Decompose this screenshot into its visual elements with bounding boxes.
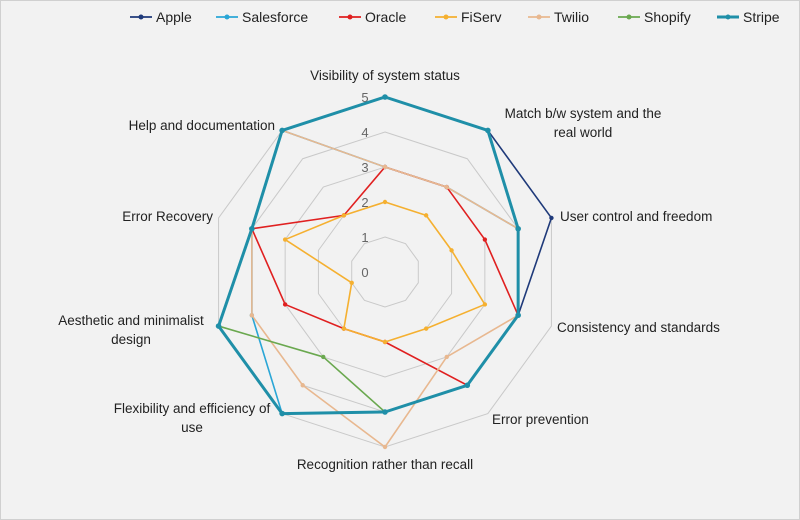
tick-label: 5: [361, 90, 368, 105]
legend-marker: [138, 14, 144, 20]
legend-label: Shopify: [644, 9, 691, 25]
series-oracle: [249, 164, 521, 388]
radial-tick-labels: 0 1 2 3 4 5: [361, 90, 368, 280]
data-point: [300, 383, 305, 388]
legend-marker: [443, 14, 449, 20]
data-point: [341, 326, 347, 331]
axis-label: Visibility of system status: [310, 68, 460, 83]
series-fiserv: [282, 199, 488, 345]
legend-marker: [536, 14, 542, 20]
legend-item: Apple: [130, 9, 192, 25]
data-point: [464, 382, 471, 389]
data-point: [423, 213, 429, 218]
data-point: [482, 237, 488, 242]
data-point: [382, 444, 388, 450]
series-apple: [216, 94, 554, 416]
axis-label: Error Recovery: [122, 209, 213, 224]
legend-label: Twilio: [554, 9, 589, 25]
tick-label: 1: [361, 230, 368, 245]
data-point: [444, 184, 449, 190]
data-point: [382, 409, 388, 415]
data-point: [215, 323, 222, 329]
tick-label: 0: [361, 265, 368, 280]
legend-item: Oracle: [339, 9, 406, 25]
data-point: [423, 326, 429, 331]
data-point: [279, 410, 285, 417]
series-shopify: [216, 94, 521, 415]
legend-marker: [347, 14, 353, 20]
axis-label: Recognition rather than recall: [297, 457, 473, 472]
legend-item: FiServ: [435, 9, 501, 25]
axis-label: User control and freedom: [560, 209, 712, 224]
tick-label: 3: [361, 160, 368, 175]
legend: Apple Salesforce Oracle FiServ Twilio Shopify…: [130, 9, 780, 25]
data-point: [249, 313, 255, 318]
legend-item: Shopify: [618, 9, 691, 25]
data-point: [349, 280, 354, 286]
series-stripe: [215, 94, 521, 417]
series-line: [251, 166, 519, 387]
legend-label: FiServ: [461, 9, 501, 25]
legend-item: Stripe: [717, 9, 780, 25]
data-point: [449, 248, 454, 253]
tick-label: 4: [361, 125, 368, 140]
legend-label: Oracle: [365, 9, 406, 25]
data-point: [282, 237, 288, 242]
data-point: [515, 225, 521, 232]
tick-label: 2: [361, 195, 368, 210]
data-point: [382, 339, 388, 345]
series-line: [217, 96, 553, 415]
series-salesforce: [249, 128, 521, 416]
data-point: [485, 127, 491, 134]
data-point: [282, 302, 288, 307]
axis-label: Error prevention: [492, 412, 589, 427]
legend-label: Apple: [156, 9, 192, 25]
legend-item: Salesforce: [216, 9, 308, 25]
data-point: [382, 199, 388, 205]
data-point: [382, 164, 388, 170]
series-line: [284, 201, 486, 343]
data-point: [482, 302, 488, 307]
data-point: [444, 354, 449, 360]
data-point: [549, 215, 554, 221]
legend-marker: [224, 14, 230, 20]
legend-label: Stripe: [743, 9, 780, 25]
data-point: [249, 225, 255, 232]
axis-label: Consistency and standards: [557, 320, 720, 335]
series-layer: [215, 94, 554, 450]
axis-label: Help and documentation: [129, 118, 275, 133]
data-point: [341, 213, 347, 218]
legend-item: Twilio: [528, 9, 589, 25]
legend-marker: [626, 14, 632, 20]
data-point: [382, 94, 388, 100]
data-point: [515, 312, 521, 319]
series-line: [251, 129, 519, 448]
legend-label: Salesforce: [242, 9, 308, 25]
legend-marker: [725, 14, 731, 20]
data-point: [279, 127, 285, 134]
data-point: [321, 354, 326, 360]
grid-ring-1: [351, 236, 419, 308]
